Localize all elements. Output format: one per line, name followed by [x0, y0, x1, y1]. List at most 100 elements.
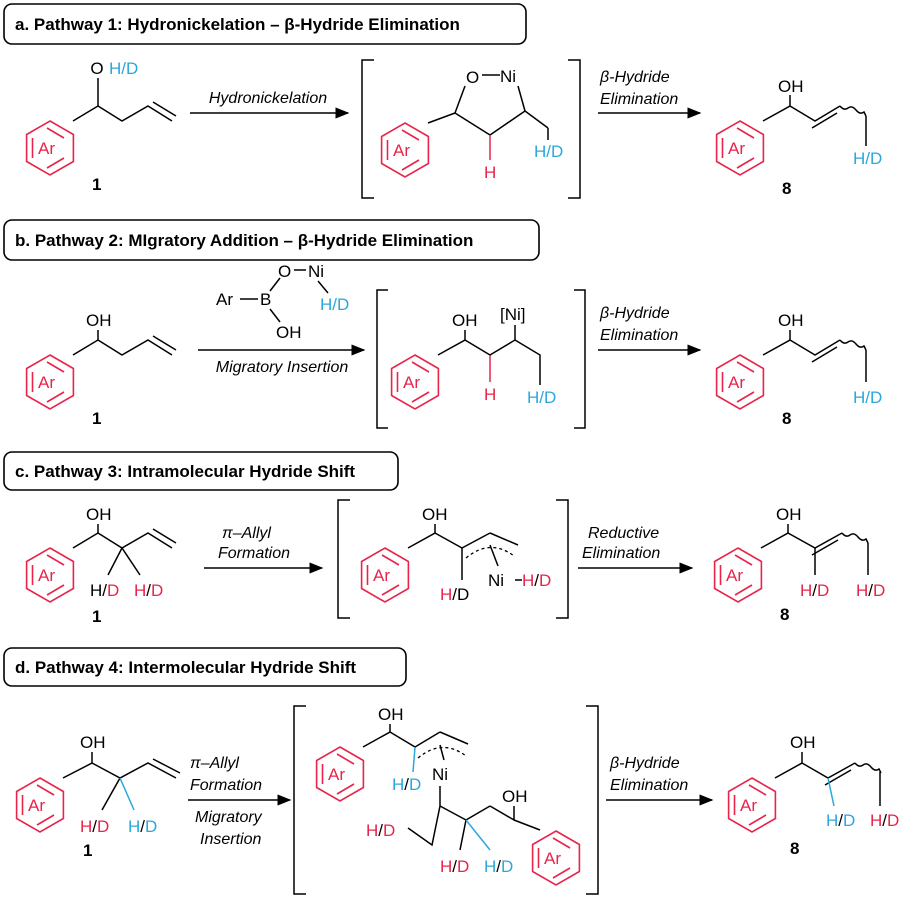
hd-left-label: H/D	[80, 817, 109, 836]
panel-d-intermediate: Ar OH H/D Ni Ar OH H/D H/D H/D	[293, 705, 599, 895]
hd-left-label: H/D	[90, 581, 119, 600]
aryl-label: Ar	[726, 566, 743, 585]
left-bracket	[376, 289, 388, 429]
aryl-label: Ar	[328, 765, 345, 784]
hd-right-label: H/D	[134, 581, 163, 600]
h-label: H	[484, 385, 496, 404]
oh-label: OH	[422, 505, 448, 524]
oh-label: OH	[80, 733, 106, 752]
oh-label: OH	[378, 705, 404, 724]
aryl-label: Ar	[373, 566, 390, 585]
hd-mid-label: H/D	[440, 857, 469, 876]
panel-b-start-molecule: Ar OH 1	[25, 311, 177, 428]
aryl-label-lower: Ar	[544, 849, 561, 868]
hd-top-label: H/D	[392, 775, 421, 794]
panel-a: a. Pathway 1: Hydronickelation – β-Hydri…	[3, 3, 882, 199]
hd-left-label: H/D	[826, 811, 855, 830]
panel-c-header-box	[3, 451, 399, 491]
compound-8-label: 8	[780, 605, 789, 624]
panel-b-header-box	[3, 219, 540, 261]
panel-a-arrow2-label-2: Elimination	[600, 91, 678, 108]
panel-d-product: Ar OH H/D H/D 8	[727, 733, 899, 858]
hd-label: H/D	[527, 388, 556, 407]
oh-label: OH	[86, 311, 112, 330]
hd-label: H/D	[534, 142, 563, 161]
panel-a-intermediate: Ar O Ni H H/D	[361, 59, 581, 199]
hd-right-label: H/D	[870, 811, 899, 830]
panel-b-arrow2-label-2: Elimination	[600, 327, 678, 344]
left-bracket	[337, 499, 350, 619]
panel-c-title: c. Pathway 3: Intramolecular Hydride Shi…	[15, 462, 355, 481]
aryl-label: Ar	[38, 373, 55, 392]
right-bracket	[586, 705, 599, 895]
panel-d-arrow2-label-1: β-Hydride	[609, 755, 680, 772]
ni-label: [Ni]	[500, 305, 526, 324]
right-bracket	[568, 59, 581, 199]
hd-left-label: H/D	[800, 581, 829, 600]
reagent-oxygen: O	[278, 262, 291, 281]
reagent-hd: H/D	[320, 295, 349, 314]
panel-d-arrow1-label-4: Insertion	[200, 831, 261, 848]
panel-c-arrow2-label-2: Elimination	[582, 545, 660, 562]
left-bracket	[293, 705, 306, 895]
panel-b-intermediate: Ar OH [Ni] H H/D	[376, 289, 586, 429]
aryl-label: Ar	[38, 139, 55, 158]
aryl-label: Ar	[740, 796, 757, 815]
ni-label: Ni	[432, 765, 448, 784]
compound-1-label: 1	[92, 409, 101, 428]
panel-c-arrow2-label-1: Reductive	[588, 525, 659, 542]
compound-1-label: 1	[92, 607, 101, 626]
panel-b-arrow1-label: Migratory Insertion	[216, 359, 349, 376]
aryl-label: Ar	[728, 139, 745, 158]
panel-a-start-molecule: Ar O H/D 1	[25, 59, 177, 194]
panel-c-arrow1-label-2: Formation	[218, 545, 290, 562]
panel-d-arrow2-label-2: Elimination	[610, 777, 688, 794]
oh-label-lower: OH	[502, 787, 528, 806]
panel-a-header-box	[3, 3, 527, 45]
aryl-label: Ar	[403, 373, 420, 392]
h-label: H	[484, 163, 496, 182]
panel-a-arrow2-label-1: β-Hydride	[599, 69, 670, 86]
hd-left-label: H/D	[366, 821, 395, 840]
panel-d-arrow1-label-3: Migratory	[195, 809, 263, 826]
panel-d-title: d. Pathway 4: Intermolecular Hydride Shi…	[15, 658, 356, 677]
aryl-label: Ar	[28, 796, 45, 815]
reagent-ar: Ar	[216, 290, 233, 309]
panel-b-arrow2-label-1: β-Hydride	[599, 305, 670, 322]
hd-right-label: H/D	[484, 857, 513, 876]
panel-d-header-box	[3, 647, 407, 687]
aryl-label: Ar	[728, 373, 745, 392]
oh-label: OH	[452, 311, 478, 330]
panel-a-title: a. Pathway 1: Hydronickelation – β-Hydri…	[15, 15, 460, 34]
reagent-oh: OH	[276, 323, 302, 342]
hd-label: H/D	[109, 59, 138, 78]
panel-c-intermediate: Ar OH H/D Ni H/D	[337, 499, 569, 619]
oh-label: OH	[778, 77, 804, 96]
panel-b-reagent: Ar B O Ni H/D OH	[216, 262, 349, 342]
panel-a-arrow1-label: Hydronickelation	[209, 90, 327, 107]
hd-label: H/D	[853, 149, 882, 168]
panel-c-product: Ar OH H/D H/D 8	[713, 505, 885, 624]
panel-b-title: b. Pathway 2: MIgratory Addition – β-Hyd…	[15, 231, 473, 250]
compound-8-label: 8	[790, 839, 799, 858]
aryl-label: Ar	[38, 566, 55, 585]
panel-d: d. Pathway 4: Intermolecular Hydride Shi…	[3, 647, 899, 895]
oh-label: OH	[86, 505, 112, 524]
ni-label: Ni	[488, 571, 504, 590]
reagent-boron: B	[260, 290, 271, 309]
panel-c-start-molecule: Ar OH H/D H/D 1	[25, 505, 177, 626]
panel-c-arrow1-label-1: π–Allyl	[222, 525, 271, 542]
compound-8-label: 8	[782, 409, 791, 428]
panel-a-product: Ar OH H/D 8	[715, 77, 882, 198]
oh-label: OH	[790, 733, 816, 752]
hd-label: H/D	[440, 585, 469, 604]
panel-b-product: Ar OH H/D 8	[715, 311, 882, 428]
panel-b: b. Pathway 2: MIgratory Addition – β-Hyd…	[3, 219, 882, 429]
ring-oxygen: O	[466, 68, 479, 87]
hd-right-label: H/D	[856, 581, 885, 600]
compound-1-label: 1	[92, 175, 101, 194]
aryl-label: Ar	[393, 141, 410, 160]
oh-label: OH	[776, 505, 802, 524]
oh-label: O	[90, 59, 103, 78]
ni-hd-label: H/D	[522, 571, 551, 590]
